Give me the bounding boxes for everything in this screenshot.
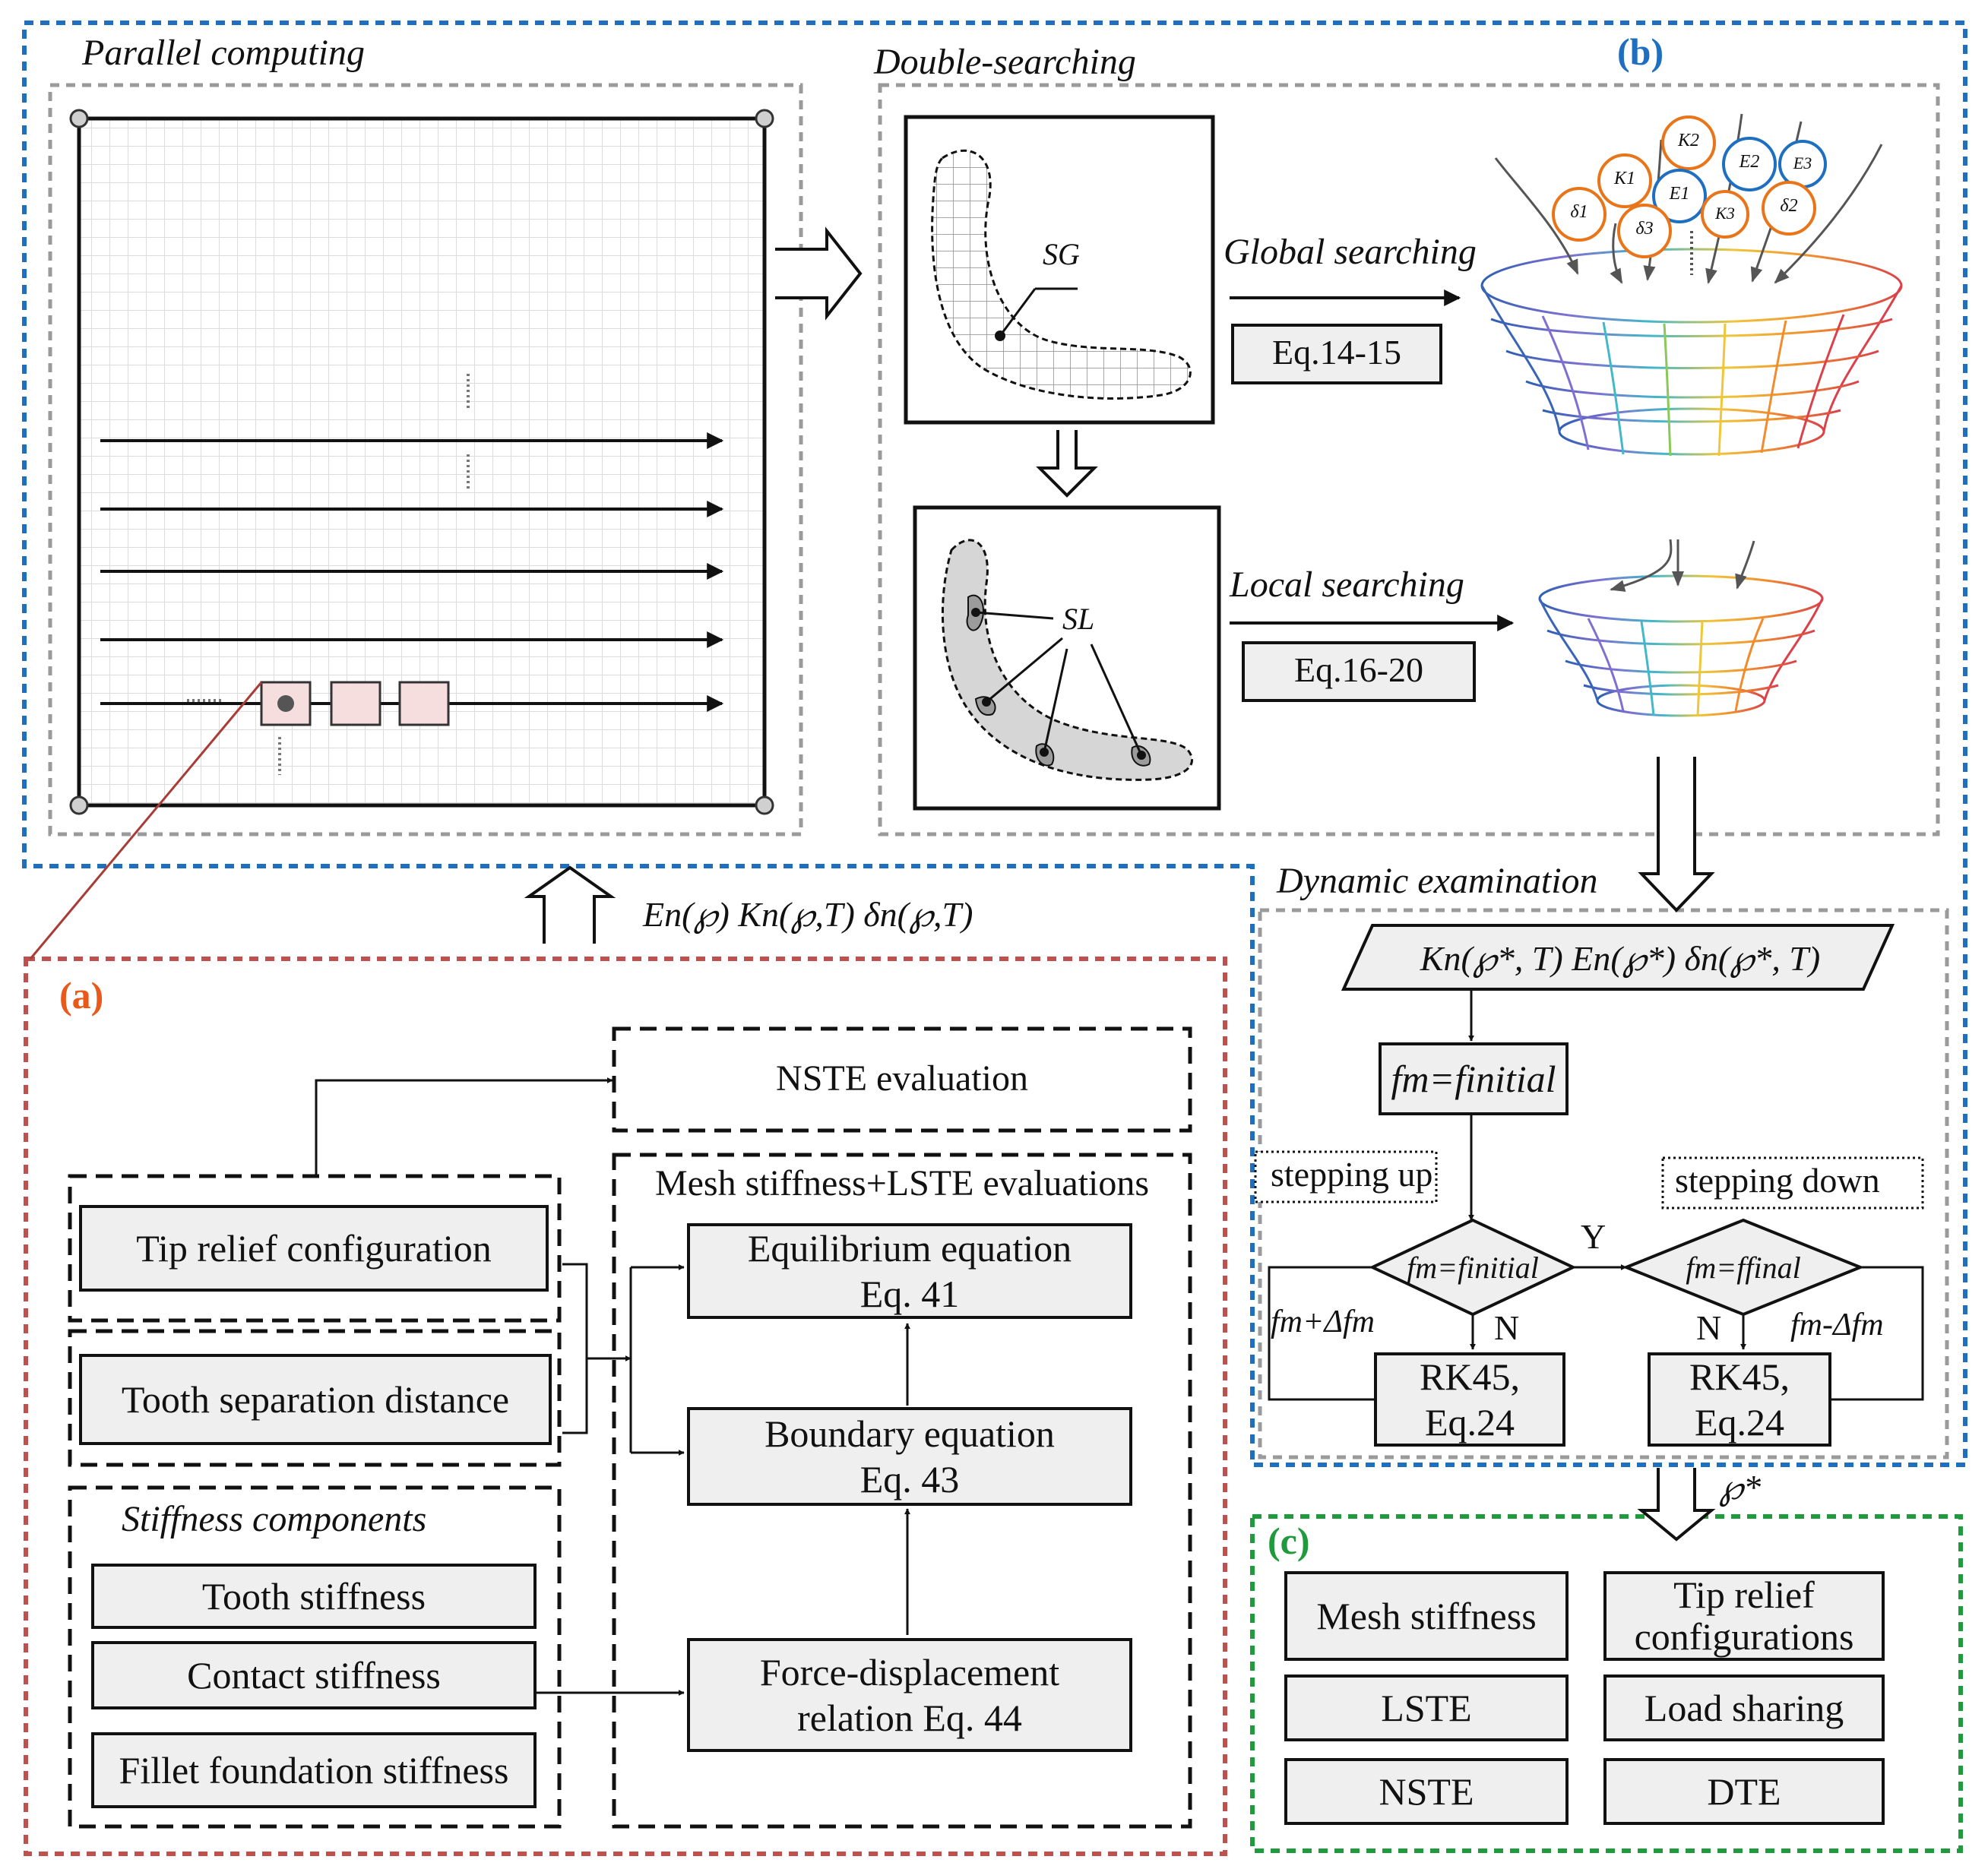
ellipsis-dots <box>187 374 470 775</box>
output-lste: LSTE <box>1284 1675 1569 1741</box>
panel-b-frame <box>22 21 1967 1467</box>
panel-a-connectors <box>315 1077 910 1696</box>
panel-a-frame <box>24 957 1227 1856</box>
eq-14-15-box <box>1231 324 1442 384</box>
stiffness-components-title: Stiffness components <box>122 1499 427 1539</box>
stepping-up-label: stepping up <box>1271 1155 1433 1194</box>
global-funnel <box>1480 248 1903 457</box>
tooth-separation-box: Tooth separation distance <box>79 1354 552 1445</box>
tooth-stiffness-box: Tooth stiffness <box>91 1564 537 1629</box>
hollow-arrow-down-1 <box>1036 430 1098 498</box>
hollow-arrow-right <box>775 226 863 321</box>
io-parallelogram <box>1341 924 1895 991</box>
param-e1: E1 <box>1669 184 1690 204</box>
optimal-line: Kn(℘*, T) En(℘*) δn(℘*, T) <box>1420 939 1821 978</box>
local-optima-leaders <box>975 611 1143 756</box>
contact-stiffness-box: Contact stiffness <box>91 1641 537 1709</box>
yes-label: Y <box>1581 1217 1607 1256</box>
fillet-foundation-stiffness-box: Fillet foundation stiffness <box>91 1732 537 1808</box>
sl-symbol: SL <box>1062 602 1095 636</box>
hollow-arrow-up <box>524 865 616 944</box>
param-delta2: δ2 <box>1780 196 1798 216</box>
optimal-symbol: ℘* <box>1719 1468 1762 1507</box>
decrement-label: fm-Δfm <box>1790 1308 1884 1342</box>
rk45-box-2: RK45,Eq.24 <box>1648 1352 1831 1447</box>
local-search-label: Local searching <box>1230 564 1464 605</box>
section-title-double: Double-searching <box>874 42 1136 82</box>
param-e3: E3 <box>1793 153 1812 172</box>
param-k1: K1 <box>1613 169 1635 188</box>
param-delta3: δ3 <box>1635 219 1654 239</box>
zoom-connector <box>29 682 263 960</box>
panel-b-label: (b) <box>1617 30 1664 73</box>
stepping-down-label: stepping down <box>1675 1161 1880 1200</box>
panel-c-label: (c) <box>1268 1520 1310 1562</box>
tooth-sep-frame <box>68 1329 562 1467</box>
condition-2-label: fm=ffinal <box>1686 1251 1801 1285</box>
eq-16-20-box <box>1242 641 1476 702</box>
global-eq-label: Eq.14-15 <box>1272 333 1401 372</box>
compute-cells <box>260 681 450 726</box>
mesh-lste-evaluation-title: Mesh stiffness+LSTE evaluations <box>654 1163 1150 1203</box>
parallel-computing-frame <box>48 83 803 836</box>
no-label-1: N <box>1494 1308 1520 1347</box>
local-eq-label: Eq.16-20 <box>1294 650 1423 689</box>
tip-relief-box: Tip relief configuration <box>79 1205 549 1292</box>
init-frequency-box: fm=finitial <box>1379 1042 1569 1115</box>
panel-c-frame <box>1250 1514 1963 1853</box>
param-k3: K3 <box>1715 204 1735 223</box>
active-cell-dot <box>277 695 294 712</box>
increment-label: fm+Δfm <box>1271 1305 1375 1339</box>
hollow-arrow-down-3 <box>1637 1468 1716 1542</box>
output-dte: DTE <box>1603 1758 1885 1825</box>
param-k2: K2 <box>1677 131 1699 150</box>
output-tip-relief: Tip relief configurations <box>1603 1571 1885 1661</box>
nste-eval-frame <box>612 1026 1192 1133</box>
inputs-line: En(℘) Kn(℘,T) δn(℘,T) <box>643 895 973 934</box>
output-nste: NSTE <box>1284 1758 1569 1825</box>
local-funnel <box>1538 574 1824 717</box>
sg-symbol: SG <box>1043 237 1080 271</box>
no-label-2: N <box>1696 1308 1722 1347</box>
nste-evaluation-title: NSTE evaluation <box>776 1058 1028 1099</box>
double-searching-frame <box>878 83 1940 836</box>
section-title-parallel: Parallel computing <box>82 33 365 73</box>
section-title-dynamic: Dynamic examination <box>1277 861 1598 901</box>
rk45-box-1: RK45,Eq.24 <box>1374 1352 1565 1447</box>
condition-1-label: fm=finitial <box>1407 1251 1539 1285</box>
tip-relief-frame <box>68 1174 562 1323</box>
panel-a-label: (a) <box>59 974 104 1017</box>
param-delta1: δ1 <box>1570 202 1588 222</box>
param-e2: E2 <box>1739 152 1760 172</box>
output-load-sharing: Load sharing <box>1603 1675 1885 1741</box>
stiffness-components-frame <box>68 1485 562 1829</box>
step-down-frame <box>1661 1156 1924 1210</box>
mesh-eval-frame <box>612 1153 1192 1829</box>
output-mesh-stiffness: Mesh stiffness <box>1284 1571 1569 1661</box>
local-search-region <box>941 539 1193 781</box>
hollow-arrow-down-2 <box>1638 757 1715 912</box>
global-search-label: Global searching <box>1224 232 1477 272</box>
flowchart-connectors <box>1268 989 1924 1401</box>
grid-corner-nodes <box>69 109 774 815</box>
step-up-frame <box>1254 1150 1438 1203</box>
param-circles <box>1552 115 1827 258</box>
